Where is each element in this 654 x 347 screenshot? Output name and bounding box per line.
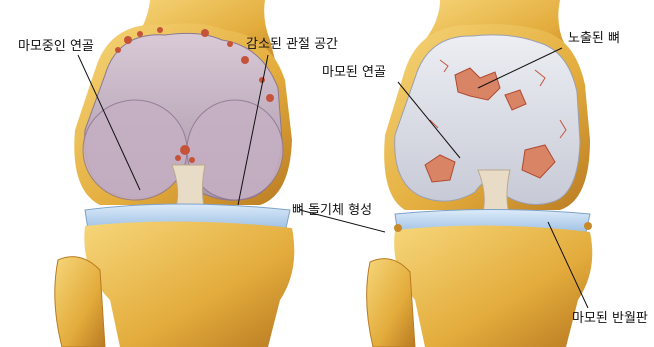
right-fibula bbox=[367, 259, 415, 347]
label-exposed-bone: 노출된 뼈 bbox=[568, 31, 620, 46]
right-knee-drawing bbox=[367, 0, 593, 347]
left-fibula bbox=[55, 257, 105, 347]
left-condyle-medial bbox=[83, 100, 187, 200]
label-worn-meniscus: 마모된 반월판 bbox=[572, 311, 648, 326]
label-worn-cartilage-right: 마모된 연골 bbox=[322, 65, 386, 80]
right-tibia bbox=[394, 225, 592, 347]
label-worn-cartilage-left: 마모중인 연골 bbox=[18, 39, 94, 54]
label-reduced-joint-space: 감소된 관절 공간 bbox=[246, 37, 338, 52]
left-tibia bbox=[84, 221, 294, 347]
label-bone-spur-formation: 뼈 돌기체 형성 bbox=[292, 203, 372, 218]
